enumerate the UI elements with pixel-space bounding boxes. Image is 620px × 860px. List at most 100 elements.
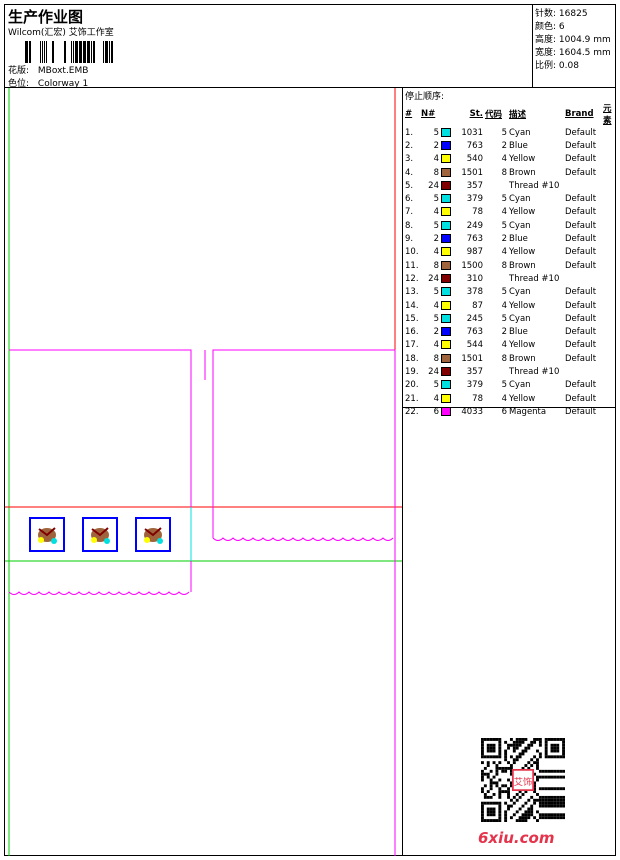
row-code: 6 [501, 406, 507, 417]
row-brand: Default [565, 406, 597, 417]
color-swatch [441, 167, 451, 177]
row-index: 13. [405, 287, 419, 298]
row-index: 12. [405, 273, 419, 284]
row-code: 5 [501, 194, 507, 205]
row-swatch [440, 166, 454, 179]
row-brand: Default [565, 220, 597, 231]
design-preview-canvas [5, 88, 402, 856]
row-needle: 8 [433, 353, 439, 364]
row-index: 16. [405, 327, 419, 338]
row-stitches: 763 [466, 327, 483, 338]
stat-colors: 颜色: 6 [535, 22, 565, 32]
row-brand: Default [565, 287, 597, 298]
row-swatch [440, 206, 454, 219]
row-description: Brown [509, 167, 536, 178]
row-description: Cyan [509, 380, 531, 391]
row-brand: Default [565, 300, 597, 311]
table-bottom-rule [403, 407, 616, 408]
row-code: 2 [501, 140, 507, 151]
row-stitches: 544 [466, 340, 483, 351]
col-index: # [405, 109, 413, 119]
row-code: 4 [501, 340, 507, 351]
row-code [484, 179, 508, 192]
color-swatch [441, 260, 451, 270]
row-needle: 5 [433, 380, 439, 391]
row-needle: 8 [433, 260, 439, 271]
row-description: Brown [509, 260, 536, 271]
row-stitches: 357 [466, 180, 483, 191]
row-stitches: 540 [466, 154, 483, 165]
row-description: Thread #10 [509, 273, 560, 284]
row-swatch [440, 286, 454, 299]
qr-code-image: 艾饰 [481, 738, 565, 822]
row-stitches: 245 [466, 313, 483, 324]
row-needle: 5 [433, 287, 439, 298]
row-brand: Default [565, 260, 597, 271]
row-needle: 4 [433, 154, 439, 165]
row-element [602, 139, 620, 152]
row-needle: 24 [428, 273, 439, 284]
row-swatch [440, 299, 454, 312]
row-needle: 6 [433, 406, 439, 417]
scallop-left-edge [8, 591, 190, 595]
colorway-value: Colorway 1 [37, 79, 89, 89]
row-index: 7. [405, 207, 414, 218]
row-description: Cyan [509, 287, 531, 298]
row-code [484, 365, 508, 378]
row-index: 3. [405, 154, 414, 165]
row-code: 5 [501, 380, 507, 391]
embroidery-motif-1 [29, 517, 65, 552]
row-index: 18. [405, 353, 419, 364]
row-description: Brown [509, 353, 536, 364]
row-code: 4 [501, 247, 507, 258]
row-index: 8. [405, 220, 414, 231]
row-needle: 4 [433, 247, 439, 258]
row-needle: 5 [433, 194, 439, 205]
row-swatch [440, 365, 454, 378]
row-element [602, 286, 620, 299]
page-frame [4, 4, 616, 856]
page-subtitle: Wilcom(汇宏) 艾饰工作室 [8, 28, 114, 38]
color-swatch [441, 287, 451, 297]
row-brand: Default [565, 154, 597, 165]
row-swatch [440, 379, 454, 392]
row-needle: 8 [433, 167, 439, 178]
watermark-text: 6xiu.com [478, 829, 555, 847]
row-description: Yellow [509, 207, 536, 218]
row-needle: 4 [433, 393, 439, 404]
table-header-row: # N# St. 代码 描述 Brand 元素 [404, 102, 620, 126]
row-stitches: 1501 [461, 353, 483, 364]
col-stitches: St. [469, 109, 483, 119]
row-stitches: 78 [472, 207, 483, 218]
row-stitches: 249 [466, 220, 483, 231]
row-code: 5 [501, 220, 507, 231]
color-swatch [441, 353, 451, 363]
row-swatch [440, 325, 454, 338]
row-brand: Default [565, 194, 597, 205]
row-element [602, 179, 620, 192]
row-description: Cyan [509, 313, 531, 324]
row-description: Yellow [509, 247, 536, 258]
row-brand: Default [565, 207, 597, 218]
row-description: Cyan [509, 194, 531, 205]
col-description: 描述 [509, 110, 527, 120]
row-swatch [440, 392, 454, 405]
row-needle: 5 [433, 127, 439, 138]
color-swatch [441, 393, 451, 403]
row-code: 8 [501, 260, 507, 271]
row-element [602, 365, 620, 378]
row-description: Cyan [509, 127, 531, 138]
row-needle: 24 [428, 366, 439, 377]
page-title: 生产作业图 [8, 8, 84, 26]
row-index: 19. [405, 366, 419, 377]
